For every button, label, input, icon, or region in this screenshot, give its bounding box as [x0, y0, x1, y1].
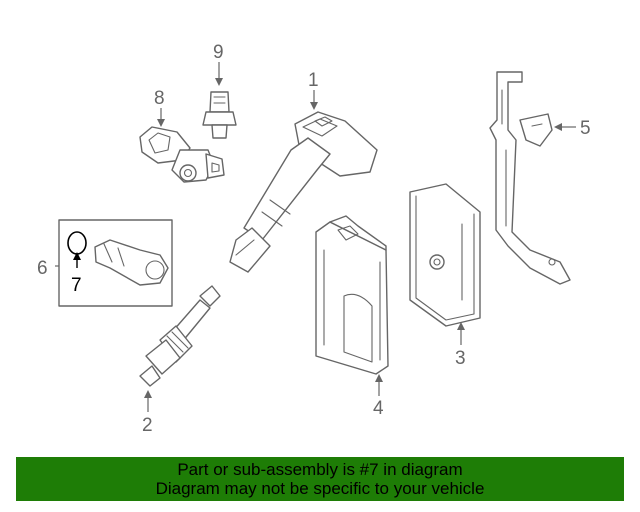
callout-7: 7	[71, 275, 82, 296]
part-2-spark-plug[interactable]	[139, 285, 221, 412]
part-1-ignition-coil[interactable]	[229, 90, 378, 273]
callout-2: 2	[142, 415, 153, 436]
callout-3: 3	[455, 348, 466, 369]
part-5-bracket[interactable]	[489, 71, 576, 285]
banner-line-2: Diagram may not be specific to your vehi…	[155, 479, 485, 498]
callout-9: 9	[213, 42, 224, 63]
callout-4: 4	[373, 398, 384, 419]
callout-6: 6	[37, 258, 48, 279]
part-6-assembly-box[interactable]	[55, 219, 173, 307]
banner-line-1: Part or sub-assembly is #7 in diagram	[177, 460, 463, 479]
part-9-sensor[interactable]	[202, 62, 237, 139]
callout-5: 5	[580, 118, 591, 139]
info-banner: Part or sub-assembly is #7 in diagram Di…	[16, 457, 624, 501]
callout-1: 1	[308, 70, 319, 91]
part-7-o-ring[interactable]	[67, 231, 87, 268]
part-8-sensor[interactable]	[139, 108, 225, 183]
part-4-ecu-cover[interactable]	[315, 215, 389, 396]
part-3-ecu-module[interactable]	[409, 183, 481, 345]
callout-8: 8	[154, 88, 165, 109]
